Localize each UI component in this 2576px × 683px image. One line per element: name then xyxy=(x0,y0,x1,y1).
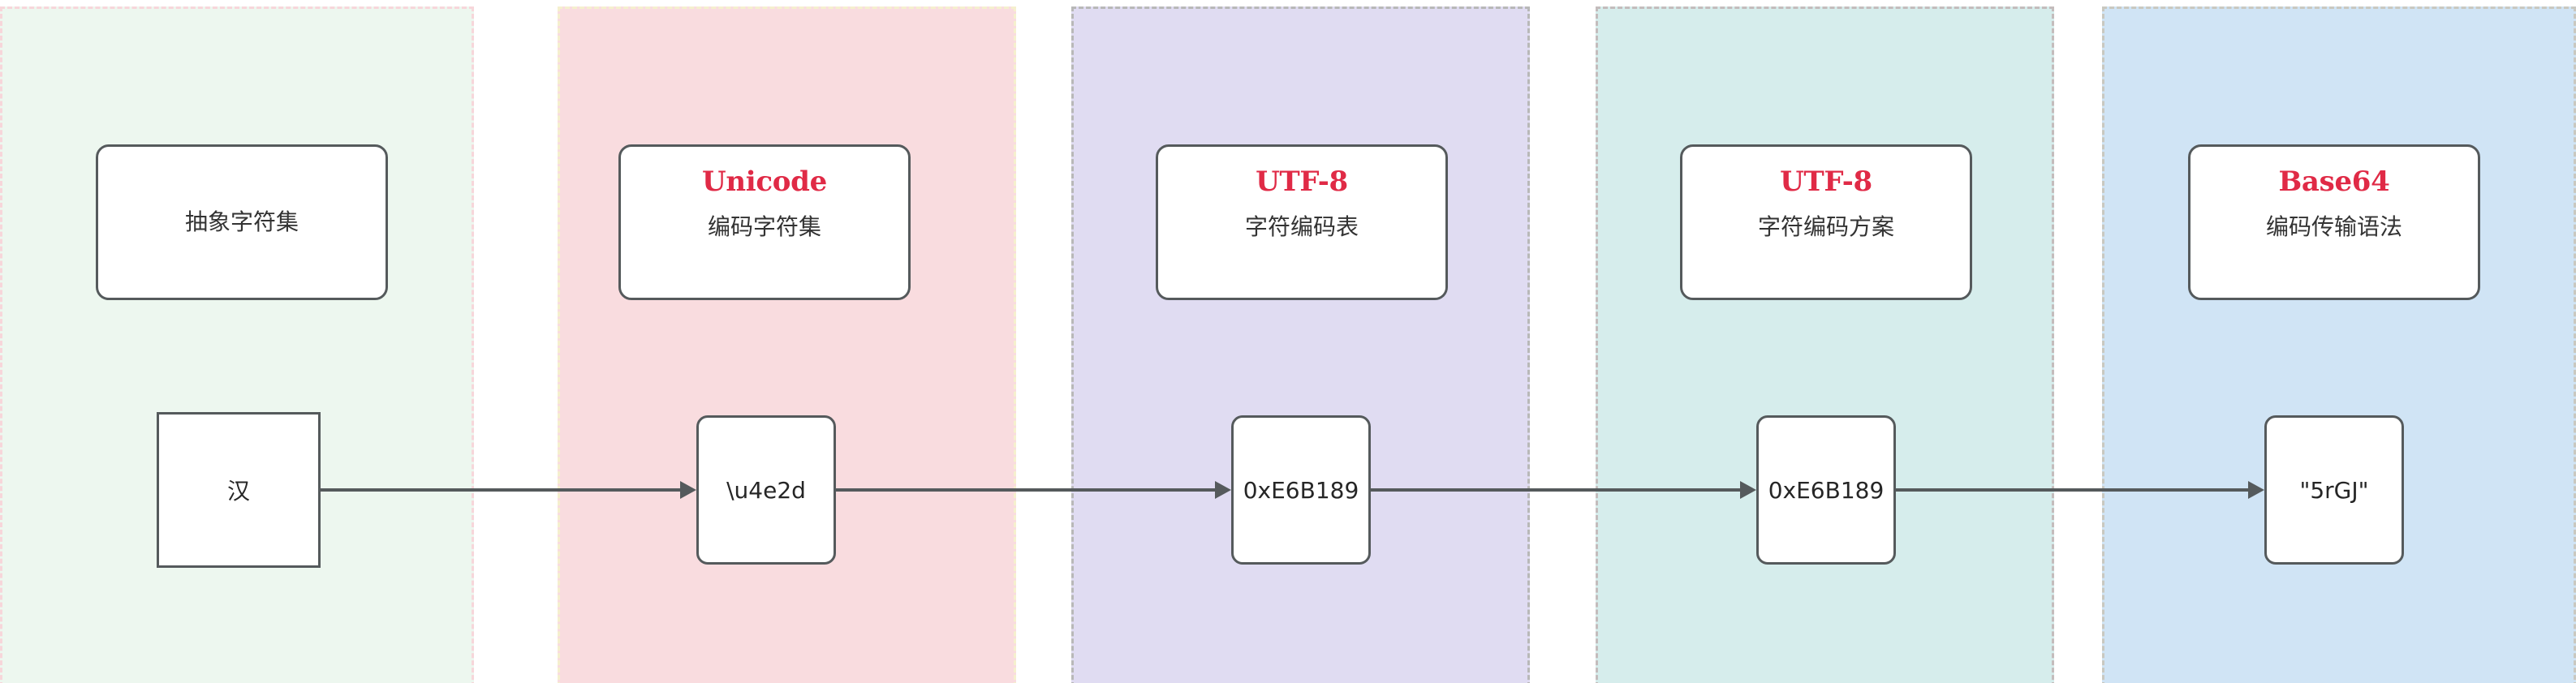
value-node-lane-base64[interactable]: "5rGJ" xyxy=(2264,415,2404,565)
arrow-shaft xyxy=(321,488,682,492)
concept-subtitle: 编码字符集 xyxy=(707,213,821,240)
value-node-lane-utf8-table[interactable]: 0xE6B189 xyxy=(1231,415,1371,565)
concept-subtitle: 编码传输语法 xyxy=(2265,213,2402,240)
arrowhead-icon xyxy=(2248,481,2264,499)
value-node-lane-utf8-scheme[interactable]: 0xE6B189 xyxy=(1756,415,1896,565)
arrowhead-icon xyxy=(1740,481,1756,499)
lane-lane-utf8-table xyxy=(1071,6,1530,683)
value-label: 0xE6B189 xyxy=(1768,476,1885,504)
lane-lane-unicode xyxy=(558,6,1016,683)
concept-node-lane-utf8-scheme[interactable]: UTF-8 字符编码方案 xyxy=(1680,144,1972,300)
value-node-lane-unicode[interactable]: \u4e2d xyxy=(696,415,836,565)
arrow-shaft xyxy=(1371,488,1742,492)
value-label: 0xE6B189 xyxy=(1243,476,1359,504)
arrowhead-icon xyxy=(1215,481,1231,499)
concept-title: Unicode xyxy=(702,165,827,198)
concept-node-lane-abstract[interactable]: 抽象字符集 xyxy=(96,144,388,300)
lane-lane-utf8-scheme xyxy=(1596,6,2054,683)
concept-subtitle: 抽象字符集 xyxy=(184,208,299,236)
concept-title: UTF-8 xyxy=(1256,165,1348,198)
arrowhead-icon xyxy=(680,481,696,499)
arrow-shaft xyxy=(1896,488,2250,492)
lane-lane-abstract xyxy=(0,6,474,683)
value-node-lane-abstract[interactable]: 汉 xyxy=(157,412,321,568)
concept-node-lane-base64[interactable]: Base64 编码传输语法 xyxy=(2188,144,2480,300)
concept-title: Base64 xyxy=(2278,165,2390,198)
value-label: \u4e2d xyxy=(726,476,806,504)
arrow-shaft xyxy=(836,488,1217,492)
concept-subtitle: 字符编码表 xyxy=(1244,213,1359,240)
concept-node-lane-utf8-table[interactable]: UTF-8 字符编码表 xyxy=(1156,144,1448,300)
value-label: 汉 xyxy=(226,478,250,505)
lane-lane-base64 xyxy=(2102,6,2576,683)
value-label: "5rGJ" xyxy=(2299,476,2369,504)
concept-subtitle: 字符编码方案 xyxy=(1757,213,1894,240)
concept-node-lane-unicode[interactable]: Unicode 编码字符集 xyxy=(618,144,911,300)
concept-title: UTF-8 xyxy=(1780,165,1872,198)
